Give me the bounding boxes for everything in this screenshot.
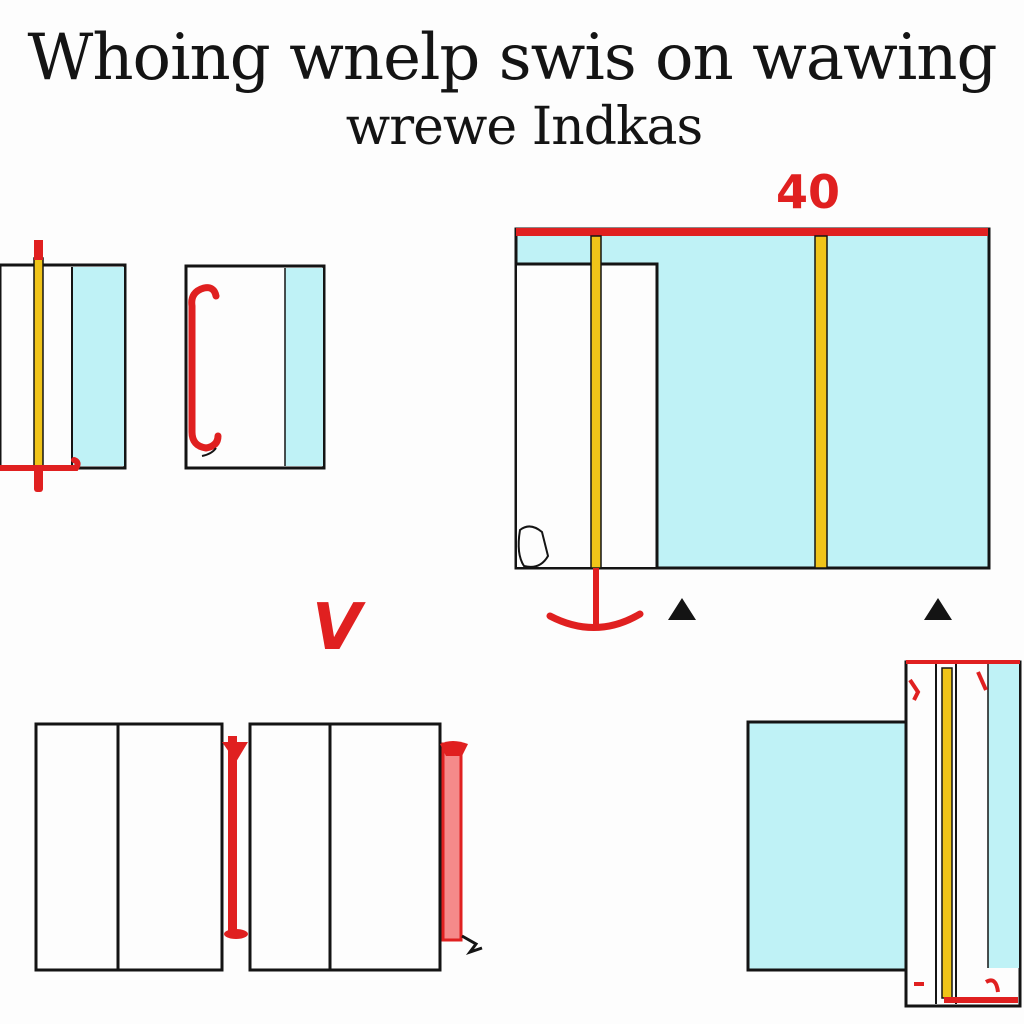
dimension-label: 40 xyxy=(776,165,841,219)
red-stile-cap xyxy=(222,742,248,762)
red-tube-stile xyxy=(441,742,463,942)
window-section-e xyxy=(746,660,1022,1008)
arrow-up-icon xyxy=(668,598,696,620)
open-sash xyxy=(517,264,657,567)
section-marker-label: V xyxy=(312,591,362,665)
red-hook-handle xyxy=(188,284,222,452)
red-bracket-bottom xyxy=(0,457,81,471)
double-panel-right xyxy=(248,722,483,972)
sash-edge xyxy=(516,262,659,568)
red-bracket-foot xyxy=(34,466,43,492)
double-panel-left xyxy=(34,722,248,972)
frame-outline xyxy=(34,722,224,972)
glass-pane xyxy=(988,664,1019,968)
red-tick xyxy=(914,982,924,986)
glass-pane xyxy=(285,268,323,466)
page-subtitle: wrewe Indkas xyxy=(345,97,703,157)
hook-shadow xyxy=(201,447,217,457)
corner-latch-icon xyxy=(517,525,550,568)
red-corner-mark xyxy=(976,671,988,691)
red-corner-mark xyxy=(908,678,921,701)
yellow-stile xyxy=(33,257,44,471)
red-anchor-arc xyxy=(546,610,644,631)
red-corner-mark xyxy=(984,978,1000,993)
glass-pane xyxy=(72,267,124,466)
fastener-icon xyxy=(461,934,483,955)
red-tube-cap xyxy=(440,741,468,756)
red-stile xyxy=(228,736,237,936)
yellow-stile xyxy=(941,667,953,999)
red-bracket-top xyxy=(34,240,43,260)
page-title: Whoing wnelp swis on wawing xyxy=(27,21,998,95)
frame-outline xyxy=(248,722,442,972)
window-section-b xyxy=(184,264,326,470)
yellow-stile-right xyxy=(814,235,828,569)
arrow-up-icon xyxy=(924,598,952,620)
window-large xyxy=(514,227,991,631)
red-stile-base xyxy=(224,929,248,939)
glass-panel xyxy=(746,720,910,972)
window-section-a xyxy=(0,240,127,492)
yellow-stile-left xyxy=(590,235,602,569)
